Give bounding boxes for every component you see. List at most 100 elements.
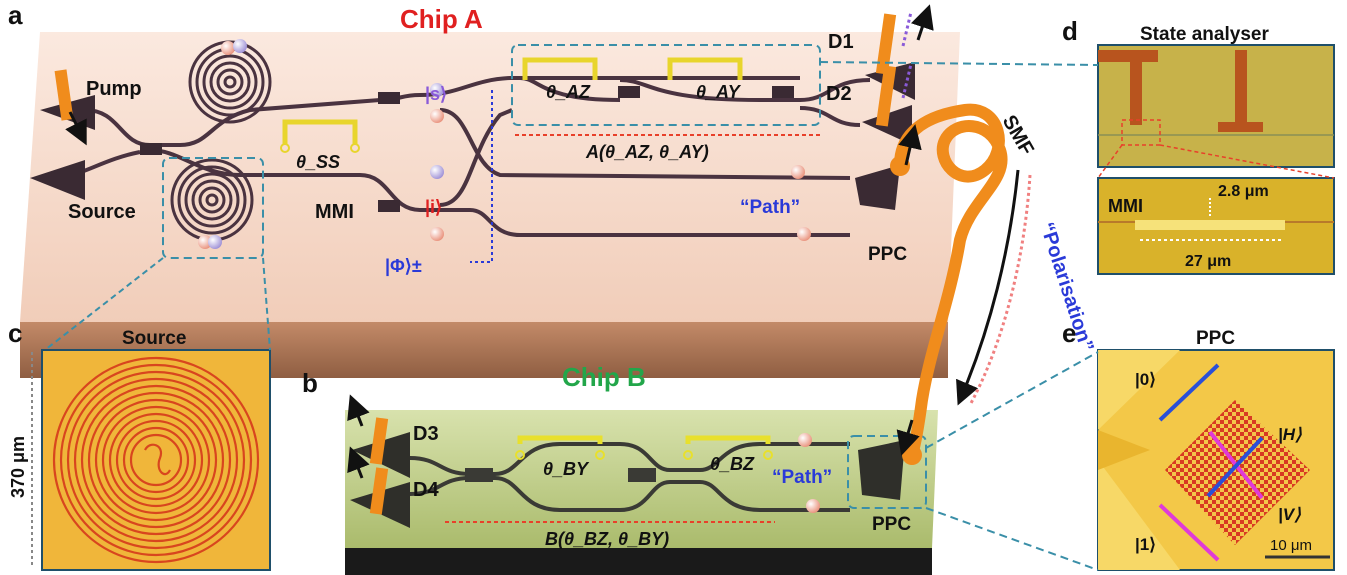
photon [797, 227, 811, 241]
photon [208, 235, 222, 249]
photon [233, 39, 247, 53]
pump-arrow [65, 111, 87, 146]
panel-d-width: 2.8 μm [1218, 183, 1269, 200]
label-b-meas: B(θ_BZ, θ_BY) [545, 529, 669, 549]
panel-e-grating [1165, 400, 1310, 545]
photon [791, 165, 805, 179]
panel-d-mmi: MMI [1108, 196, 1143, 216]
d4-arrow [347, 446, 370, 479]
panel-label-e: e [1062, 318, 1076, 348]
label-phi-state: |Φ⟩± [385, 256, 422, 276]
panel-d-length: 27 μm [1185, 253, 1231, 270]
label-d1: D1 [828, 31, 854, 53]
panel-label-c: c [8, 318, 22, 348]
mmi-block [772, 86, 794, 98]
callout-c [262, 257, 271, 351]
heater-ay [667, 57, 743, 80]
panel-c-size: 370 μm [8, 436, 28, 498]
callout-e [925, 507, 1099, 571]
smf-fibre [894, 103, 1008, 461]
panel-e-waveguide-taper [1098, 350, 1180, 430]
smf-arrow-black [956, 169, 1020, 406]
panel-c-image [41, 349, 271, 571]
ppc-box-b [847, 435, 927, 509]
arrow-v [1206, 436, 1264, 498]
panel-c-spiral [52, 356, 260, 564]
phi-bracket [470, 90, 493, 263]
grating-source [30, 160, 85, 200]
panel-d-zoom-box [1121, 119, 1161, 146]
fibre-post [369, 467, 389, 515]
label-d4: D4 [413, 479, 439, 501]
fibre-post [875, 65, 897, 127]
heater-by [515, 435, 605, 460]
arrow-1 [1158, 503, 1220, 562]
panel-d-mmi-bar [1135, 220, 1285, 230]
label-d3: D3 [413, 423, 439, 445]
mmi-block [628, 468, 656, 482]
label-a-meas: A(θ_AZ, θ_AY) [585, 142, 709, 162]
heater-bz [683, 435, 773, 460]
label-pump: Pump [86, 78, 142, 100]
label-path-a: “Path” [740, 197, 800, 218]
label-d2: D2 [826, 83, 852, 105]
fibre-end [890, 156, 910, 176]
d3-arrow [347, 394, 370, 427]
chip-b-waveguides [409, 442, 850, 512]
photon [430, 109, 444, 123]
panel-e-title: PPC [1196, 328, 1235, 349]
chip-b-side [345, 548, 932, 575]
ppc-a-arrow [898, 124, 922, 166]
label-s-state: |s⟩ [425, 84, 447, 104]
ppc-b-arrow [896, 419, 920, 456]
callout-d [1159, 144, 1335, 179]
callout-d-main [819, 61, 1099, 66]
photon [806, 499, 820, 513]
panel-d-electrode [1130, 50, 1142, 125]
panel-d-electrode [1218, 122, 1263, 132]
mmi-block [378, 92, 400, 104]
mmi-block [465, 468, 493, 482]
label-path-b: “Path” [772, 467, 832, 488]
label-theta-ay: θ_AY [696, 82, 742, 102]
label-theta-by: θ_BY [543, 459, 590, 479]
panel-e-scale: 10 μm [1270, 537, 1312, 554]
photon [798, 433, 812, 447]
panel-d [819, 44, 1335, 275]
mmi-block [618, 86, 640, 98]
panel-d-electrode [1235, 50, 1247, 125]
photon [198, 235, 212, 249]
photon [430, 227, 444, 241]
smf-arrow-red [968, 174, 1032, 406]
label-theta-az: θ_AZ [546, 82, 591, 102]
panel-d-title: State analyser [1140, 24, 1269, 45]
fibre-post [369, 417, 389, 465]
label-ppc-b: PPC [872, 514, 911, 535]
spiral-source [170, 158, 254, 242]
label-i-state: |i⟩ [425, 197, 442, 217]
label-theta-ss: θ_SS [296, 152, 340, 172]
fibre-post [54, 69, 74, 121]
panel-e [925, 349, 1335, 571]
photon [430, 165, 444, 179]
chip-a [20, 4, 960, 378]
source-box [162, 157, 264, 259]
d1-arrow [910, 4, 934, 41]
panel-d-electrode [1098, 50, 1158, 62]
photon [221, 41, 235, 55]
label-theta-bz: θ_BZ [710, 454, 755, 474]
panel-e-k1: |1⟩ [1135, 535, 1156, 554]
panel-label-d: d [1062, 16, 1078, 46]
heater-ss [280, 119, 360, 153]
analyser-box [511, 44, 821, 126]
panel-e-k0: |0⟩ [1135, 370, 1156, 389]
chip-b [345, 394, 938, 575]
label-ppc-a: PPC [868, 244, 907, 265]
ppc-chip-a [855, 165, 900, 210]
fibre-post [875, 13, 897, 75]
panel-c [31, 257, 271, 571]
chip-a-title: Chip A [400, 4, 483, 34]
panel-c-title: Source [122, 328, 186, 349]
ppc-chip-b [858, 440, 905, 500]
panel-e-kv: |V⟩ [1278, 505, 1301, 524]
